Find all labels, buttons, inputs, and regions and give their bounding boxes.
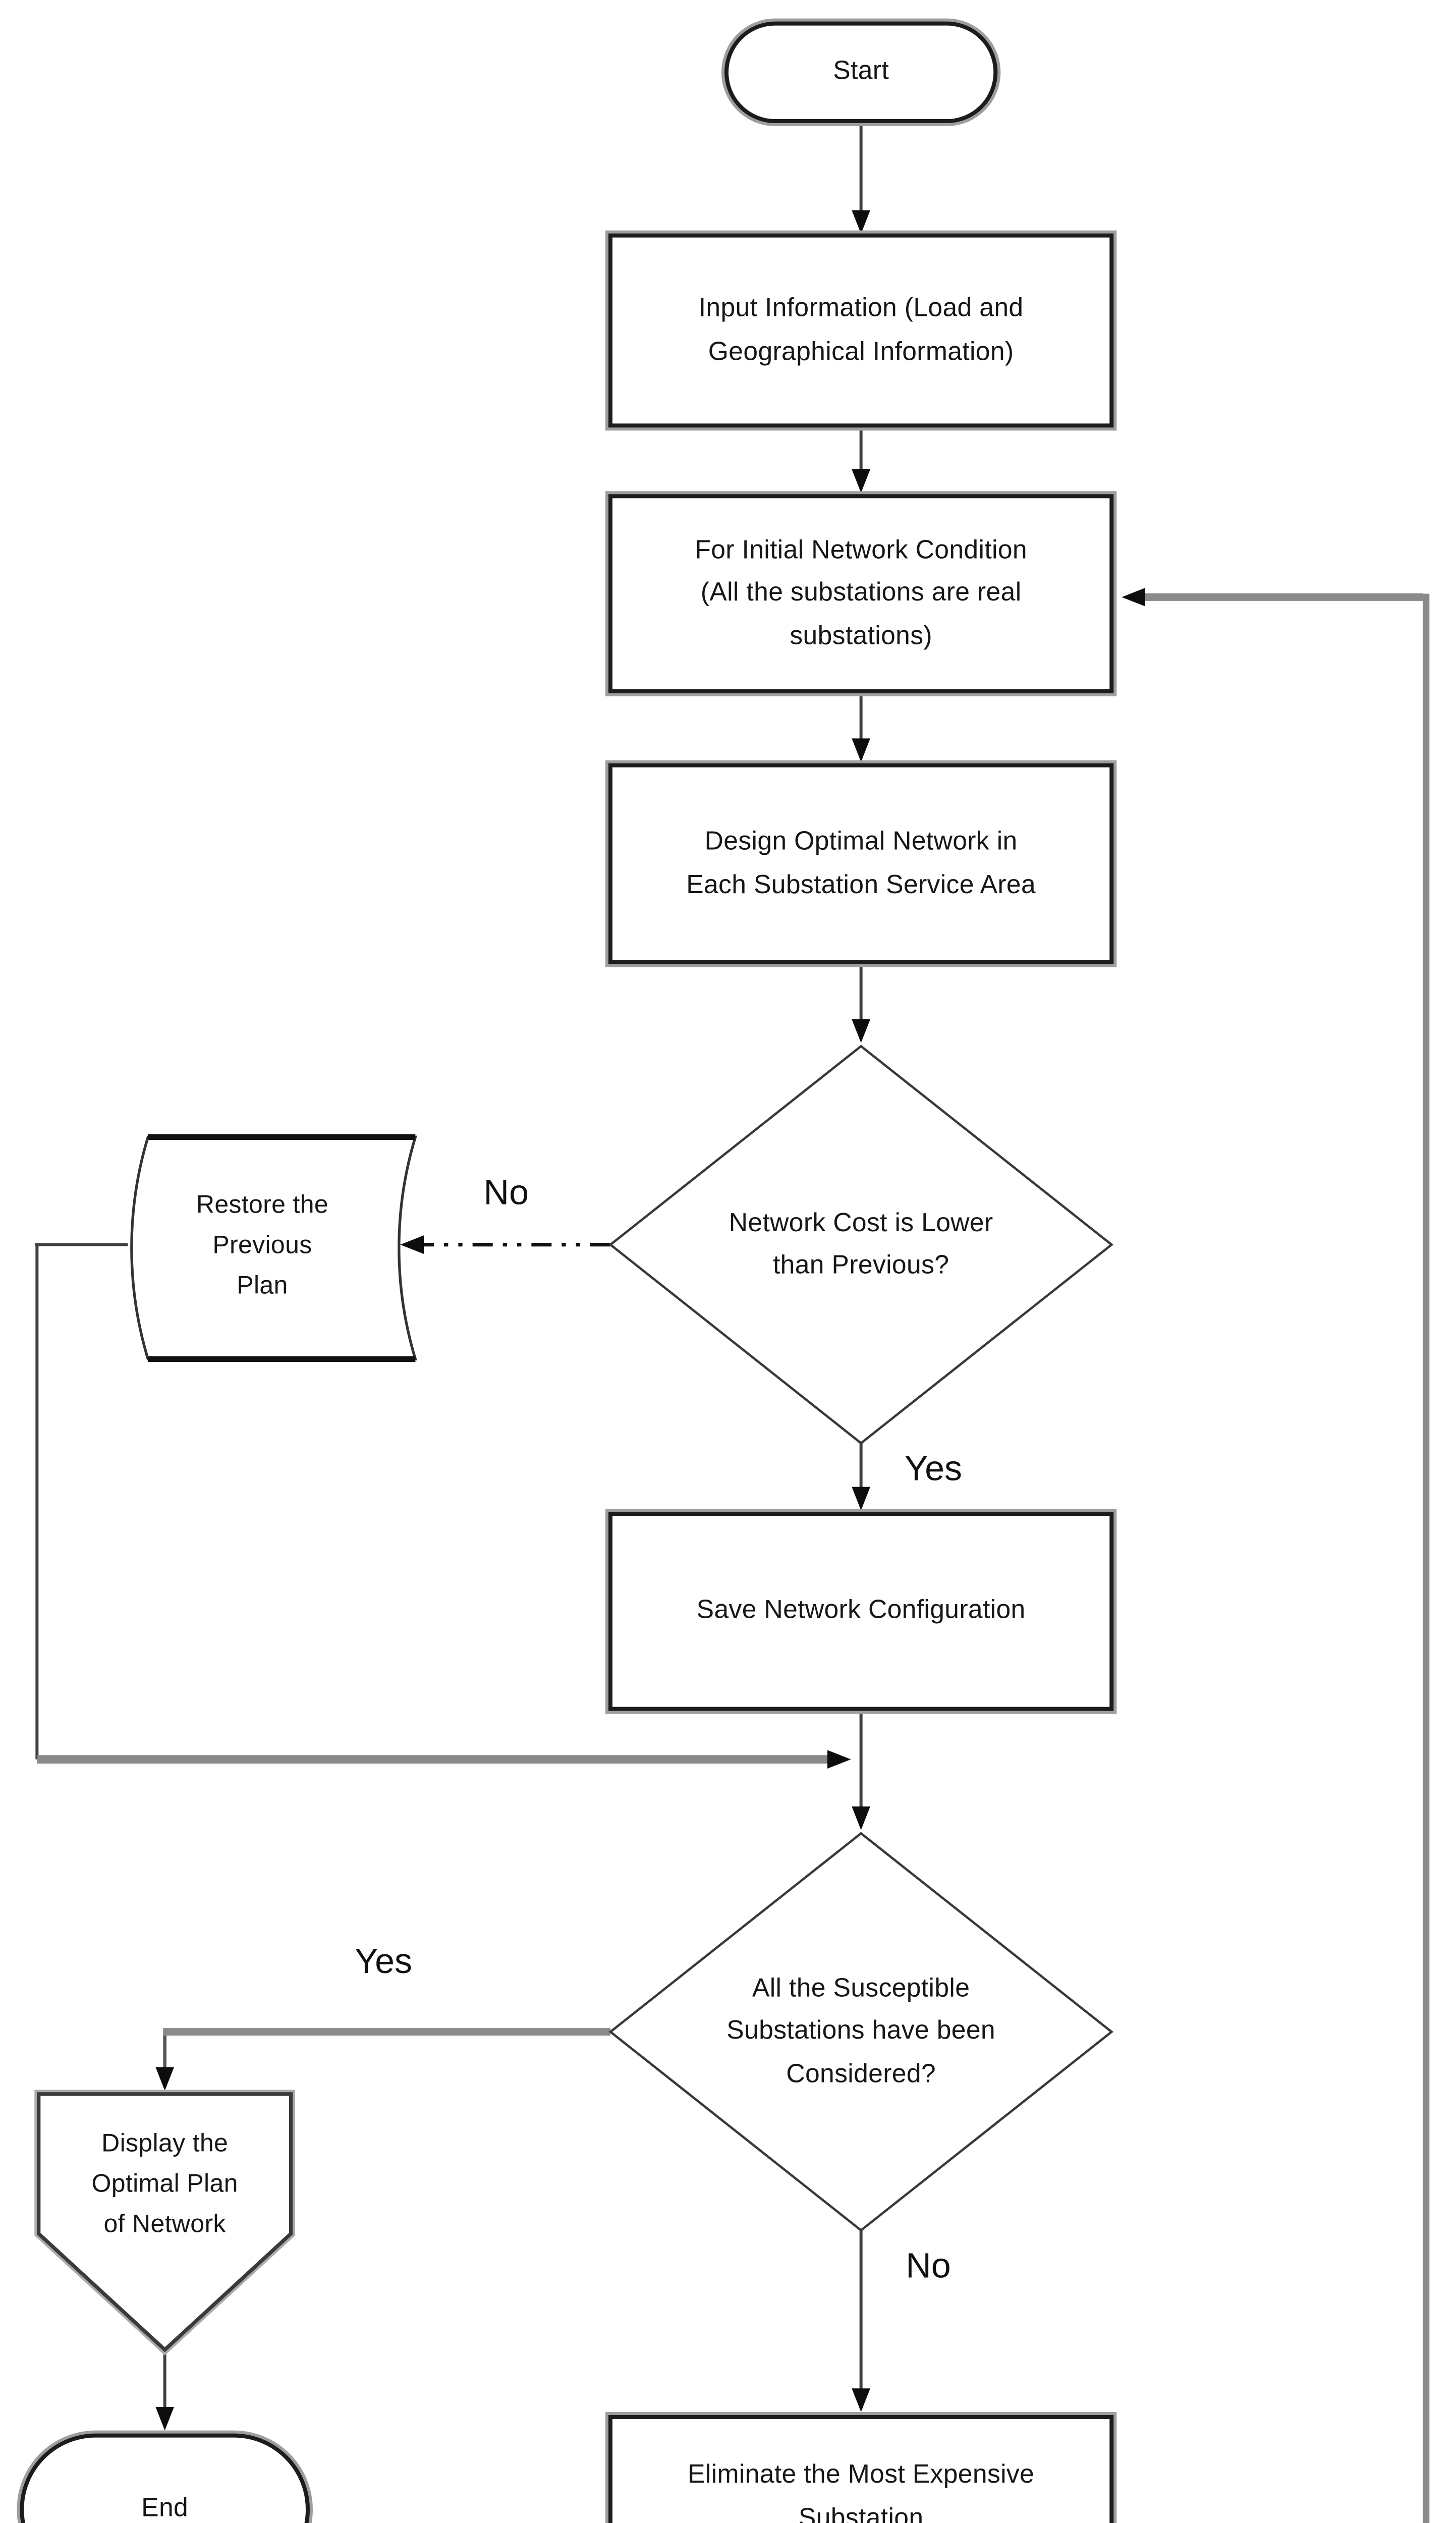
label-line: Eliminate the Most Expensive [688, 2461, 1035, 2490]
arrowhead-into-cost-decision [852, 1019, 870, 1043]
end-node [20, 2433, 310, 2523]
label-line: Substation [798, 2503, 924, 2523]
start-label: Start [726, 24, 995, 121]
input-box-label: Input Information (Load and Geographical… [627, 246, 1095, 416]
label-line: For Initial Network Condition [695, 537, 1027, 566]
label-line: End [141, 2495, 189, 2523]
start-node [724, 21, 998, 123]
arrowhead-into-initial [852, 469, 870, 493]
eliminate-box [608, 2415, 1114, 2523]
initial-condition-box [608, 494, 1114, 693]
design-box-label: Design Optimal Network in Each Substatio… [627, 776, 1095, 952]
label-line: substations) [790, 621, 932, 650]
arrowhead-into-save [852, 1487, 870, 1511]
display-shape [36, 2092, 293, 2352]
arrowhead-into-considered [852, 1806, 870, 1830]
label-line: than Previous? [772, 1251, 949, 1280]
considered-decision-label: All the Susceptible Substations have bee… [642, 1948, 1080, 2116]
arrowhead-into-end [155, 2406, 174, 2431]
label-line: Substations have been [726, 2017, 996, 2046]
eliminate-box-label: Eliminate the Most Expensive Substation [627, 2424, 1095, 2523]
label-line: (All the substations are real [700, 579, 1022, 608]
label-line: Save Network Configuration [696, 1597, 1026, 1626]
label-line: Geographical Information) [708, 337, 1014, 366]
arrowhead-into-eliminate [852, 2388, 870, 2412]
initial-condition-box-label: For Initial Network Condition (All the s… [627, 503, 1095, 685]
arrowhead-into-initial-right [1122, 587, 1145, 607]
label-line: Display the [101, 2130, 229, 2159]
label-line: Start [833, 58, 889, 87]
label-line: Restore the [196, 1191, 329, 1221]
label-line: Input Information (Load and [698, 295, 1024, 324]
label-line: Previous [212, 1231, 312, 1260]
save-box [608, 1511, 1114, 1711]
arrowhead-into-input [852, 210, 870, 234]
end-label: End [22, 2436, 308, 2523]
connector-group [35, 121, 863, 2424]
label-line: of Network [103, 2210, 226, 2239]
arrowhead-group [155, 210, 1145, 2431]
label-line: Optimal Plan [91, 2170, 238, 2199]
cost-yes-label: Yes [904, 1450, 963, 1489]
label-line: Plan [237, 1271, 288, 1300]
label-line: Considered? [786, 2059, 936, 2089]
considered-no-label: No [906, 2247, 951, 2286]
cost-decision-diamond [608, 1045, 1114, 1445]
display-shape-label: Display the Optimal Plan of Network [47, 2106, 283, 2264]
save-box-label: Save Network Configuration [619, 1520, 1103, 1702]
label-line: Design Optimal Network in [704, 828, 1018, 857]
label-line: Network Cost is Lower [729, 1209, 993, 1238]
arrowhead-feedback-join [827, 1750, 851, 1769]
input-box [608, 233, 1114, 428]
considered-yes-label: Yes [354, 1942, 413, 1982]
arrowhead-into-design [852, 738, 870, 762]
arrowhead-into-display [155, 2067, 174, 2091]
considered-decision-diamond [608, 1832, 1114, 2232]
cost-decision-label: Network Cost is Lower than Previous? [647, 1164, 1075, 1326]
label-line: All the Susceptible [752, 1975, 970, 2004]
label-line: Each Substation Service Area [686, 870, 1036, 899]
design-box [608, 763, 1114, 964]
restore-plan-label: Restore the Previous Plan [136, 1161, 388, 1332]
arrowhead-into-restore [400, 1235, 424, 1254]
cost-no-label: No [483, 1174, 529, 1213]
